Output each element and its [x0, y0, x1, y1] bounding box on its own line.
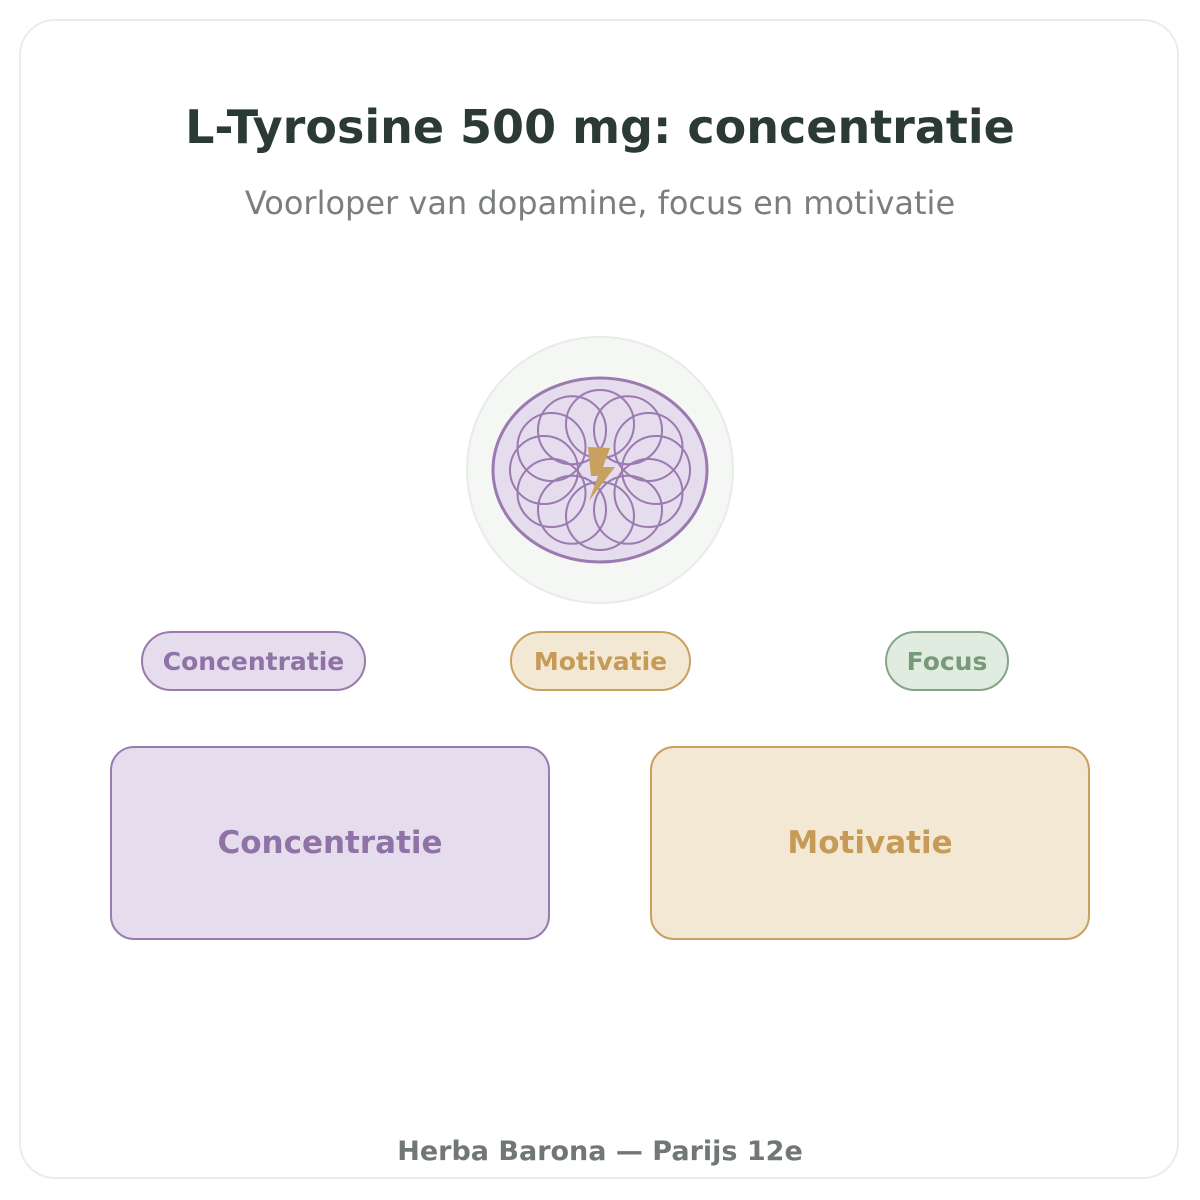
page-subtitle: Voorloper van dopamine, focus en motivat…	[244, 184, 956, 222]
tag-focus: Focus	[885, 631, 1009, 691]
pattern-circle	[621, 435, 691, 505]
page-title: L-Tyrosine 500 mg: concentratie	[185, 100, 1015, 154]
pattern-circle	[613, 412, 684, 482]
tyrosine-emblem	[466, 336, 734, 604]
tag-concentratie: Concentratie	[141, 631, 366, 691]
pattern-circle	[613, 458, 684, 528]
box-motivatie: Motivatie	[650, 746, 1090, 940]
pattern-circle	[516, 458, 587, 528]
tag-motivatie: Motivatie	[510, 631, 691, 691]
lightning-bolt-icon	[588, 447, 615, 501]
circle-pattern	[509, 389, 691, 551]
pattern-circle	[509, 435, 579, 505]
pattern-circle	[593, 395, 663, 466]
footer-brand: Herba Barona — Parijs 12e	[397, 1136, 803, 1167]
pattern-circle	[516, 412, 587, 482]
box-concentratie: Concentratie	[110, 746, 550, 940]
pattern-circle	[593, 474, 663, 545]
pattern-circle	[537, 395, 607, 466]
pattern-circle	[537, 474, 607, 545]
